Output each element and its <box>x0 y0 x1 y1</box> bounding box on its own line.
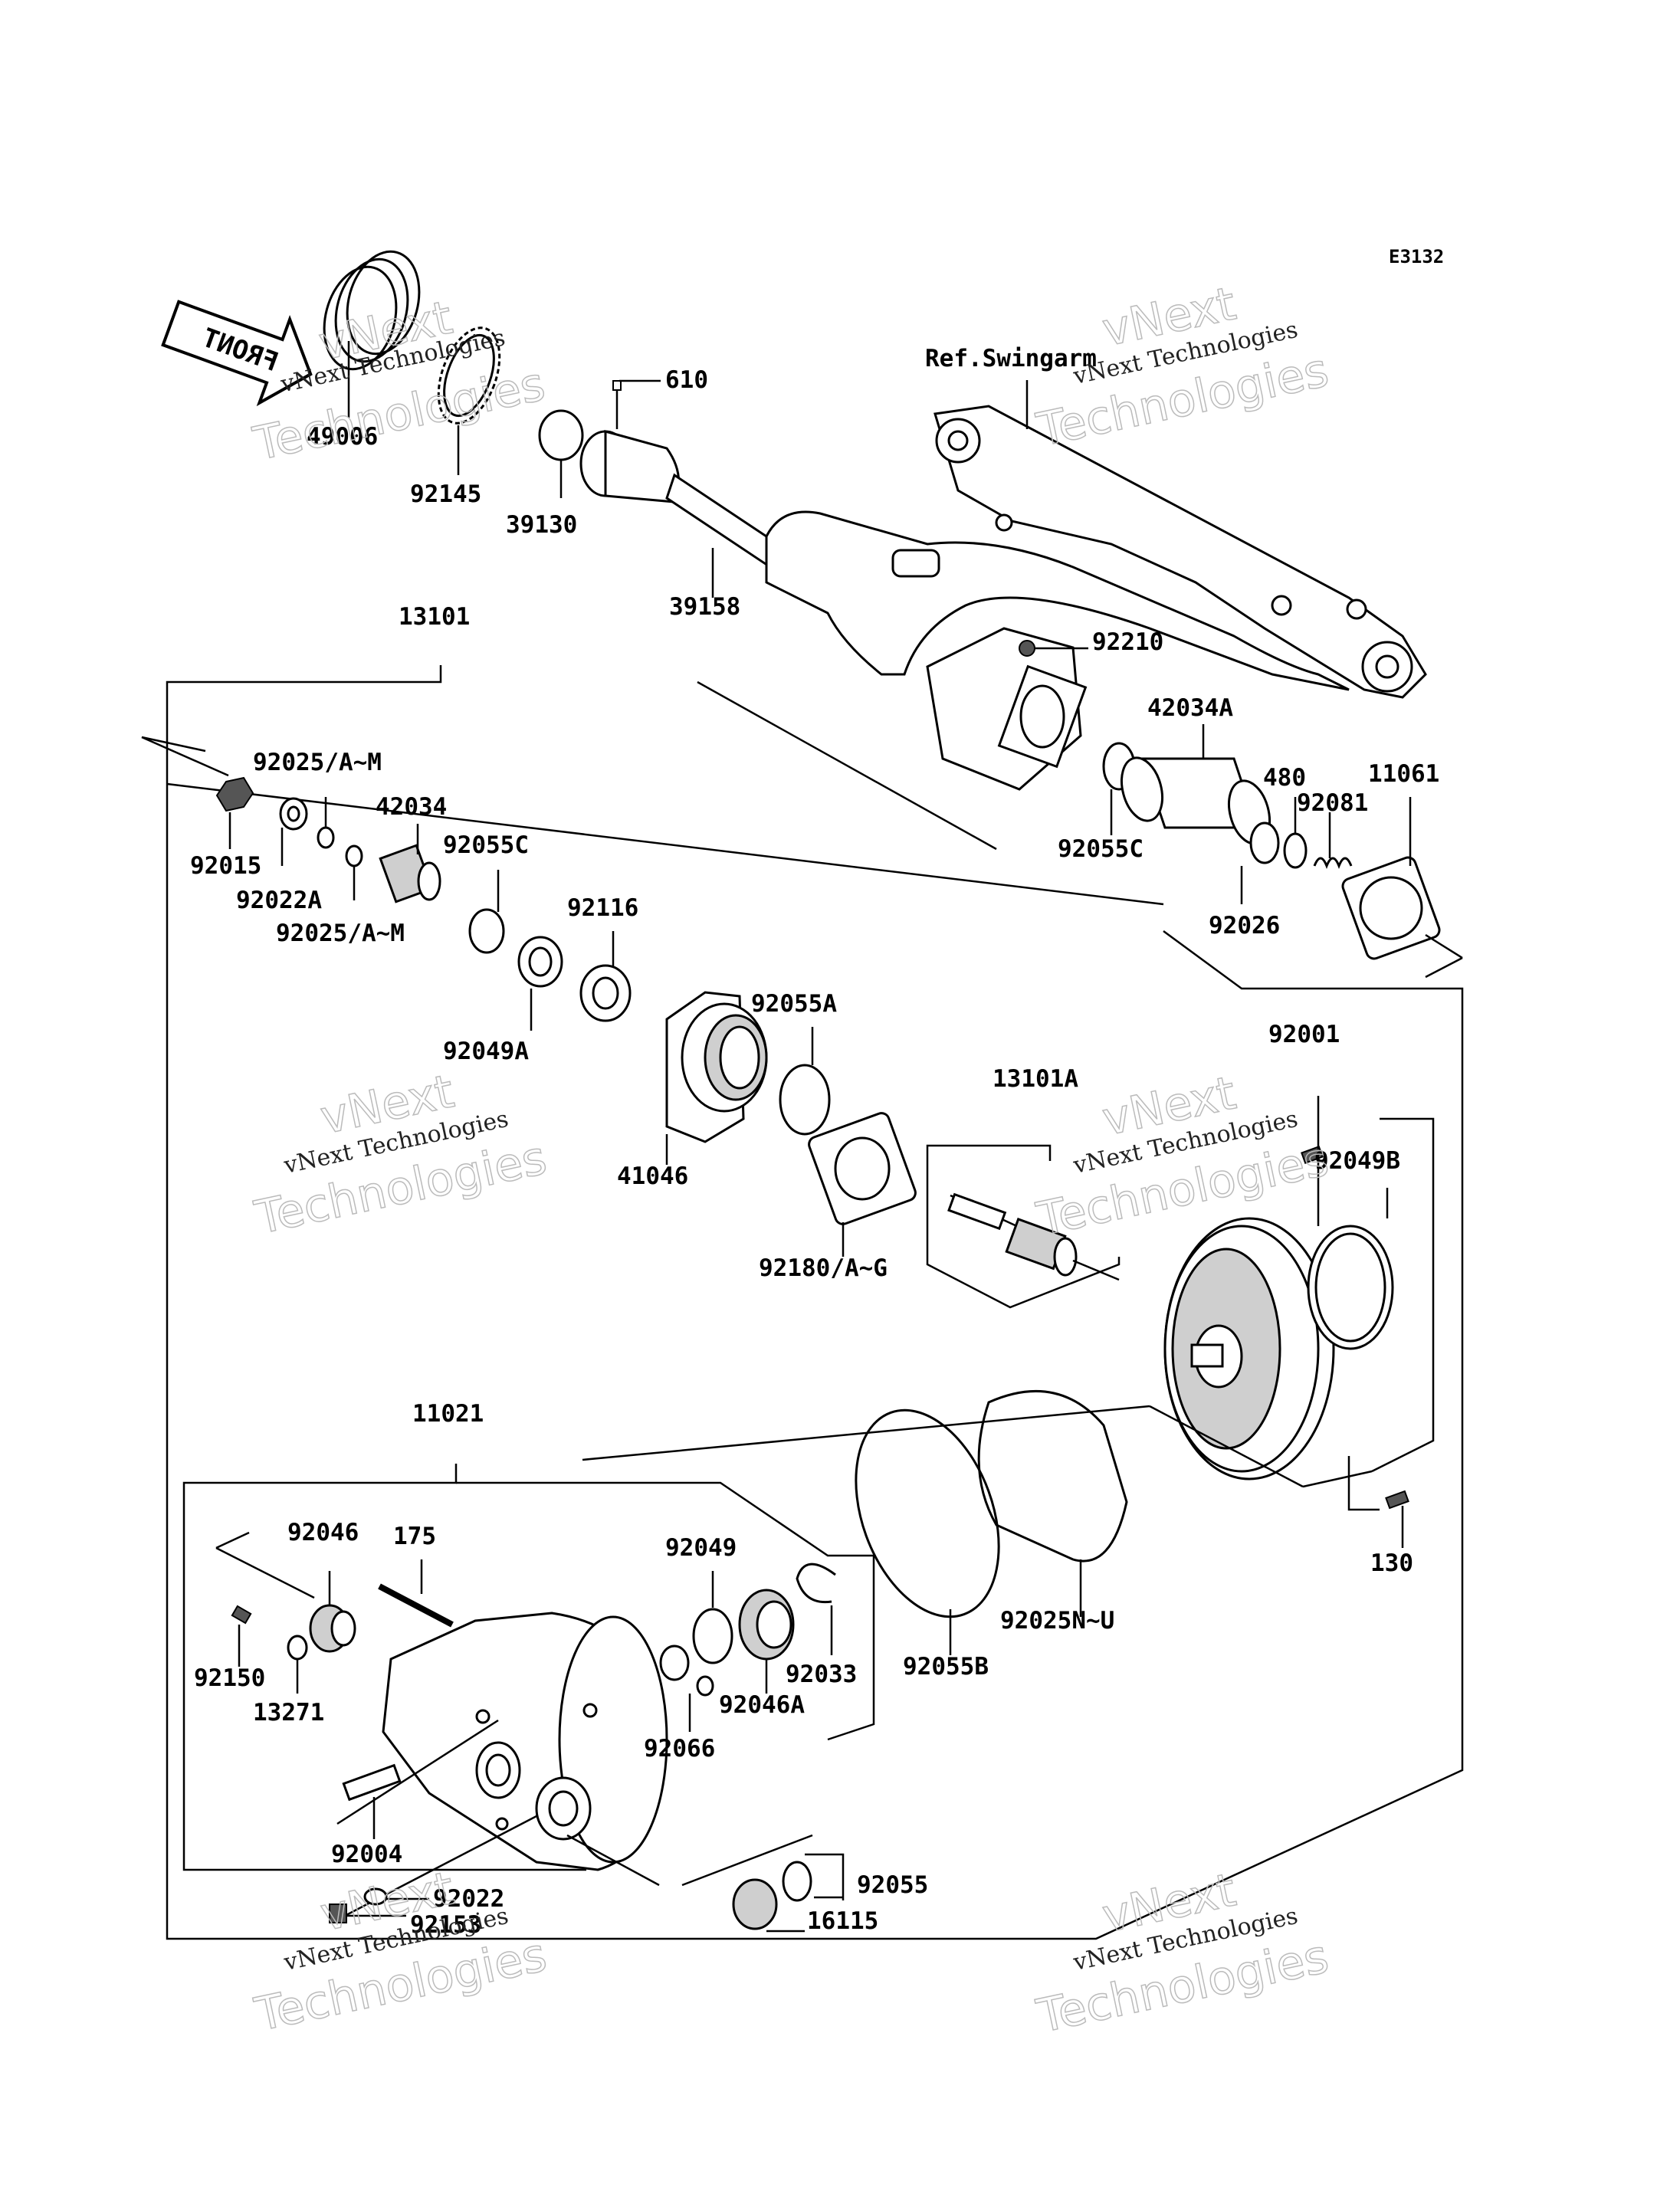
swingarm <box>765 380 1427 699</box>
part-label-92055: 92055 <box>857 1871 928 1899</box>
part-label-39130: 39130 <box>506 511 577 539</box>
stud-175 <box>378 1559 454 1628</box>
part-label-92025NU: 92025N~U <box>1000 1607 1114 1635</box>
part-label-16115: 16115 <box>807 1907 878 1935</box>
housing-41046 <box>665 991 768 1165</box>
part-label-92145: 92145 <box>410 480 481 508</box>
part-label-39158: 39158 <box>669 593 740 621</box>
gasket-92025NU <box>977 1389 1128 1617</box>
part-label-92055A: 92055A <box>751 990 837 1018</box>
part-label-92066: 92066 <box>644 1735 715 1763</box>
bolt-92001 <box>1301 1096 1324 1164</box>
gasket-11061 <box>1341 797 1441 960</box>
part-label-92004: 92004 <box>331 1841 402 1868</box>
washer-13271 <box>287 1635 308 1694</box>
washer-92026 <box>1240 821 1280 904</box>
seal-92049 <box>692 1571 733 1664</box>
part-label-92049A: 92049A <box>443 1038 529 1065</box>
sleeve-42034A <box>1121 724 1271 845</box>
part-label-92022A: 92022A <box>236 887 322 914</box>
oring-92055C <box>468 870 505 954</box>
spring-92081 <box>1313 812 1353 870</box>
part-label-92046: 92046 <box>287 1519 359 1546</box>
final-drive-housing-top <box>926 627 1088 791</box>
ref-swingarm-label: Ref.Swingarm <box>925 345 1097 372</box>
part-label-92049: 92049 <box>665 1534 737 1562</box>
part-label-42034: 42034 <box>376 793 447 821</box>
watermark-mid-right: vNext Technologies vNext Technologies <box>1032 1066 1334 1248</box>
pinion-13101A <box>926 1144 1121 1309</box>
shim-92025-b <box>345 844 363 900</box>
part-label-92081: 92081 <box>1297 789 1368 817</box>
part-label-175: 175 <box>393 1523 436 1550</box>
washer-92022A <box>279 797 308 866</box>
ring-gear-assembly <box>582 1117 1435 1488</box>
part-label-92033: 92033 <box>786 1661 857 1688</box>
ring-480 <box>1283 797 1308 869</box>
spring-92145 <box>437 326 501 475</box>
part-label-92116: 92116 <box>567 894 638 922</box>
part-label-92025AM-bottom: 92025/A~M <box>276 920 405 947</box>
seal-92049A <box>517 936 563 1031</box>
part-label-92049B: 92049B <box>1314 1147 1400 1175</box>
collar-92046 <box>309 1571 356 1653</box>
watermark-top-right: vNext Technologies vNext Technologies <box>1032 277 1334 458</box>
part-label-42034A: 42034A <box>1147 694 1233 722</box>
housing-outline-11021 <box>182 1464 875 1871</box>
bearing-92116 <box>579 931 632 1022</box>
nut-92015 <box>215 776 254 849</box>
part-label-13271: 13271 <box>253 1699 324 1726</box>
watermark-top-left: vNext Technologies vNext Technologies <box>248 290 550 472</box>
part-label-41046: 41046 <box>617 1162 688 1190</box>
shim-92025-a <box>317 797 335 849</box>
part-label-13101: 13101 <box>399 603 470 631</box>
part-label-92055C-left: 92055C <box>443 831 529 859</box>
diagram-code: E3132 <box>1389 246 1444 267</box>
part-label-480: 480 <box>1263 764 1306 792</box>
part-label-92001: 92001 <box>1268 1021 1340 1048</box>
watermark-mid-left: vNext Technologies vNext Technologies <box>250 1064 552 1246</box>
shim-92180 <box>808 1112 917 1257</box>
needle-bearing-92046A <box>738 1589 795 1694</box>
front-arrow-icon: FRONT <box>161 300 313 407</box>
part-label-92150: 92150 <box>194 1664 265 1692</box>
final-gear-case <box>336 1612 813 1917</box>
watermark-bottom-left: vNext Technologies vNext Technologies <box>250 1861 552 2043</box>
part-label-11061: 11061 <box>1368 760 1439 788</box>
washer-92022 <box>363 1887 429 1906</box>
bolt-130 <box>1347 1456 1409 1548</box>
part-label-11021: 11021 <box>412 1400 484 1428</box>
assembly-outline-13101 <box>141 665 1464 1940</box>
part-label-610: 610 <box>665 366 708 394</box>
gear-42034 <box>379 824 441 903</box>
bolt-92150 <box>231 1605 252 1667</box>
part-label-13101A: 13101A <box>993 1065 1078 1093</box>
part-label-92055C-right: 92055C <box>1058 835 1144 863</box>
part-label-92055B: 92055B <box>903 1653 989 1681</box>
circlip-92033 <box>796 1562 836 1655</box>
part-label-92015: 92015 <box>190 852 261 880</box>
seal-92049B <box>1307 1188 1394 1350</box>
plug-16115 <box>732 1878 805 1933</box>
part-label-92046A: 92046A <box>719 1691 805 1719</box>
bolt-92153 <box>329 1904 406 1923</box>
oring-92055B <box>855 1408 1000 1655</box>
part-label-130: 130 <box>1370 1549 1413 1577</box>
part-label-92025AM-top: 92025/A~M <box>253 749 382 776</box>
part-label-92210: 92210 <box>1092 628 1163 656</box>
part-label-92153: 92153 <box>410 1911 481 1939</box>
part-label-92022: 92022 <box>433 1885 504 1913</box>
bushing-92066 <box>659 1644 714 1732</box>
watermark-bottom-right: vNext Technologies vNext Technologies <box>1032 1863 1334 2045</box>
boot-39130 <box>538 409 584 498</box>
oring-92055 <box>782 1853 845 1902</box>
breather-92004 <box>342 1763 402 1839</box>
spring-49006 <box>323 250 421 418</box>
part-label-49006: 49006 <box>307 423 378 451</box>
oring-92055A <box>779 1027 831 1136</box>
part-label-92026: 92026 <box>1209 912 1280 939</box>
part-label-92180: 92180/A~G <box>759 1254 888 1282</box>
